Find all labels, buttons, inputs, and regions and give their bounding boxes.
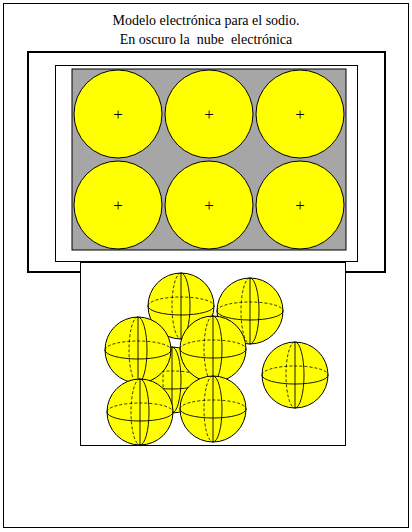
ion-circle [74,70,162,158]
sodium-ion: + [73,160,163,250]
charge-sign: + [113,197,123,214]
ion-circle [165,70,253,158]
atom-sphere [107,379,173,445]
atom-sphere [262,342,328,408]
atom-sphere [180,316,246,382]
sodium-ion: + [255,69,345,159]
charge-sign: + [113,106,123,123]
atom-sphere [180,376,246,442]
lower-frame [81,263,346,446]
sodium-ion: + [255,160,345,250]
ion-circle [74,161,162,249]
outer-border [4,4,409,528]
sodium-ion: + [73,69,163,159]
inner-frame [56,66,358,262]
sodium-ion: + [164,69,254,159]
sodium-ion: + [164,160,254,250]
electron-cloud [72,69,346,250]
charge-sign: + [295,197,305,214]
ion-circle [256,70,344,158]
charge-sign: + [295,106,305,123]
charge-sign: + [204,197,214,214]
charge-sign: + [204,106,214,123]
upper-frame [28,52,385,272]
ion-circle [165,161,253,249]
ion-circle [256,161,344,249]
subtitle: En oscuro la nube electrónica [0,31,412,49]
title: Modelo electrónica para el sodio. [0,12,412,30]
atom-sphere [105,317,171,383]
